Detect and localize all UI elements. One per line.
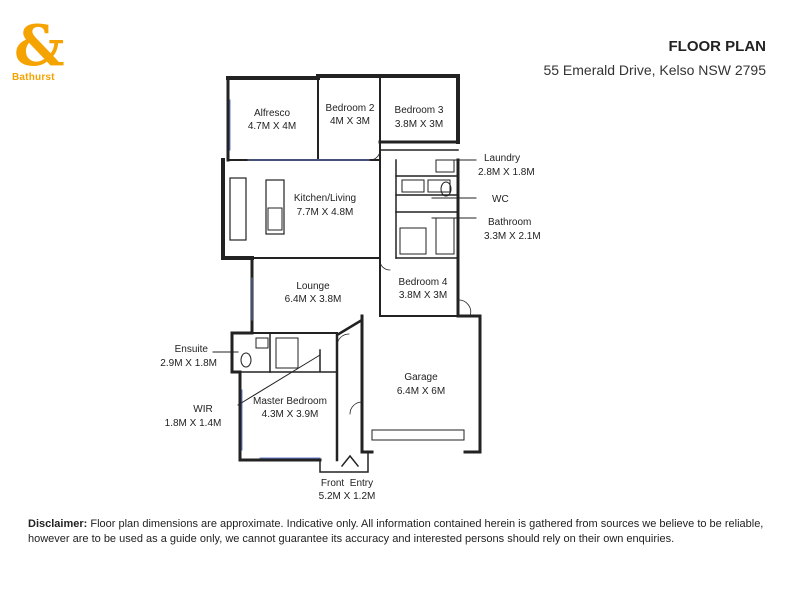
ampersand-logo-icon: & bbox=[14, 13, 65, 79]
ensuite-toilet bbox=[240, 352, 252, 368]
logo-text: Bathurst bbox=[12, 72, 55, 83]
room-size-bedroom-2: 4M X 3M bbox=[330, 116, 370, 127]
cooktop bbox=[267, 207, 283, 231]
outer-wall bbox=[335, 314, 364, 462]
disclaimer-label: Disclaimer: bbox=[28, 518, 88, 530]
room-name-wc: WC bbox=[492, 194, 509, 205]
kitchen-island bbox=[265, 179, 285, 235]
inner-wall bbox=[395, 175, 459, 213]
room-size-wir: 1.8M X 1.4M bbox=[165, 418, 222, 429]
inner-wall bbox=[269, 349, 338, 373]
room-size-master-bedroom: 4.3M X 3.9M bbox=[262, 409, 319, 420]
window bbox=[229, 99, 371, 459]
shower bbox=[399, 227, 427, 255]
room-name-kitchen-living: Kitchen/Living bbox=[294, 193, 356, 204]
disclaimer-text: Floor plan dimensions are approximate. I… bbox=[28, 518, 764, 545]
room-size-kitchen-living: 7.7M X 4.8M bbox=[297, 207, 354, 218]
room-size-bedroom-4: 3.8M X 3M bbox=[399, 290, 447, 301]
outer-wall bbox=[226, 74, 460, 144]
vanity bbox=[435, 159, 455, 173]
entry-arrow-icon bbox=[340, 454, 360, 468]
room-size-laundry: 2.8M X 1.8M bbox=[478, 167, 535, 178]
room-name-laundry: Laundry bbox=[484, 153, 520, 164]
door-swing bbox=[336, 149, 472, 415]
disclaimer: Disclaimer: Floor plan dimensions are ap… bbox=[28, 517, 778, 547]
room-name-ensuite: Ensuite bbox=[175, 344, 209, 355]
room-name-bedroom-2: Bedroom 2 bbox=[326, 103, 375, 114]
wc-toilet bbox=[440, 181, 452, 197]
room-name-garage: Garage bbox=[404, 372, 438, 383]
laundry-tub bbox=[401, 179, 425, 193]
kitchen-bench bbox=[229, 177, 247, 241]
bathtub bbox=[435, 217, 455, 255]
room-size-alfresco: 4.7M X 4M bbox=[248, 121, 296, 132]
room-name-bedroom-3: Bedroom 3 bbox=[395, 105, 444, 116]
room-name-bedroom-4: Bedroom 4 bbox=[399, 277, 448, 288]
room-size-bedroom-3: 3.8M X 3M bbox=[395, 119, 443, 130]
floor-plan: Alfresco 4.7M X 4M Bedroom 2 4M X 3M Bed… bbox=[160, 74, 541, 502]
leader-line bbox=[212, 159, 477, 406]
property-address: 55 Emerald Drive, Kelso NSW 2795 bbox=[543, 62, 766, 78]
inner-wall bbox=[379, 257, 459, 317]
ensuite-vanity bbox=[255, 337, 269, 349]
room-size-garage: 6.4M X 6M bbox=[397, 386, 445, 397]
outer-wall bbox=[456, 158, 482, 454]
room-name-front-entry: Front Entry bbox=[321, 478, 373, 489]
page-title: FLOOR PLAN bbox=[668, 38, 767, 55]
room-size-ensuite: 2.9M X 1.8M bbox=[160, 358, 217, 369]
laundry-sink bbox=[427, 179, 451, 193]
room-name-wir: WIR bbox=[193, 404, 212, 415]
inner-wall bbox=[319, 451, 369, 473]
outer-wall bbox=[221, 158, 254, 260]
ensuite-shower bbox=[275, 337, 299, 369]
room-name-alfresco: Alfresco bbox=[254, 108, 291, 119]
room-name-master-bedroom: Master Bedroom bbox=[253, 396, 327, 407]
outer-wall bbox=[360, 314, 374, 454]
bathurst-logo: & Bathurst bbox=[12, 18, 82, 83]
room-size-bathroom: 3.3M X 2.1M bbox=[484, 231, 541, 242]
garage-door bbox=[371, 429, 465, 441]
room-name-bathroom: Bathroom bbox=[488, 217, 531, 228]
room-size-lounge: 6.4M X 3.8M bbox=[285, 294, 342, 305]
room-name-lounge: Lounge bbox=[296, 281, 330, 292]
room-size-front-entry: 5.2M X 1.2M bbox=[319, 491, 376, 502]
